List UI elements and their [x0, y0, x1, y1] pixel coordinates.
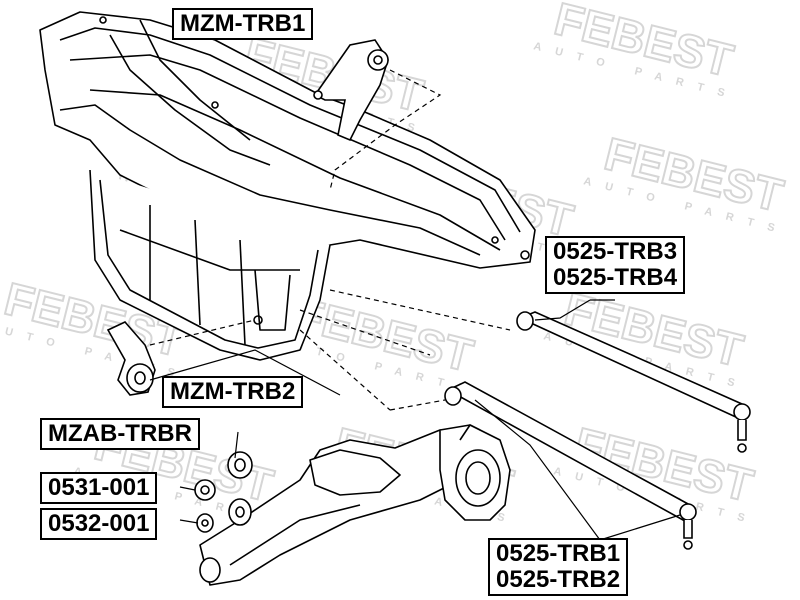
label-trb1-trb2: 0525-TRB1 0525-TRB2	[488, 538, 629, 596]
bracket-mzm-trb1	[313, 39, 389, 142]
label-mzab-trbr: MZAB-TRBR	[40, 418, 200, 450]
label-trb3: 0525-TRB3	[553, 238, 678, 265]
link-trb3-trb4	[516, 311, 751, 453]
label-trb4: 0525-TRB4	[553, 264, 678, 291]
label-0531-001: 0531-001	[40, 472, 158, 504]
trailing-arm-drawing	[199, 424, 511, 586]
label-mzm-trb1: MZM-TRB1	[172, 8, 314, 40]
bushings-drawing	[194, 451, 253, 533]
subframe-drawing	[39, 11, 536, 361]
link-trb1-trb2	[444, 381, 697, 550]
label-leaders	[149, 299, 681, 541]
bracket-mzm-trb2	[106, 321, 156, 396]
label-trb3-trb4: 0525-TRB3 0525-TRB4	[545, 236, 686, 294]
label-trb2: 0525-TRB2	[496, 566, 621, 593]
label-0532-001: 0532-001	[40, 508, 158, 540]
label-mzm-trb2: MZM-TRB2	[162, 376, 304, 408]
label-trb1: 0525-TRB1	[496, 540, 621, 567]
